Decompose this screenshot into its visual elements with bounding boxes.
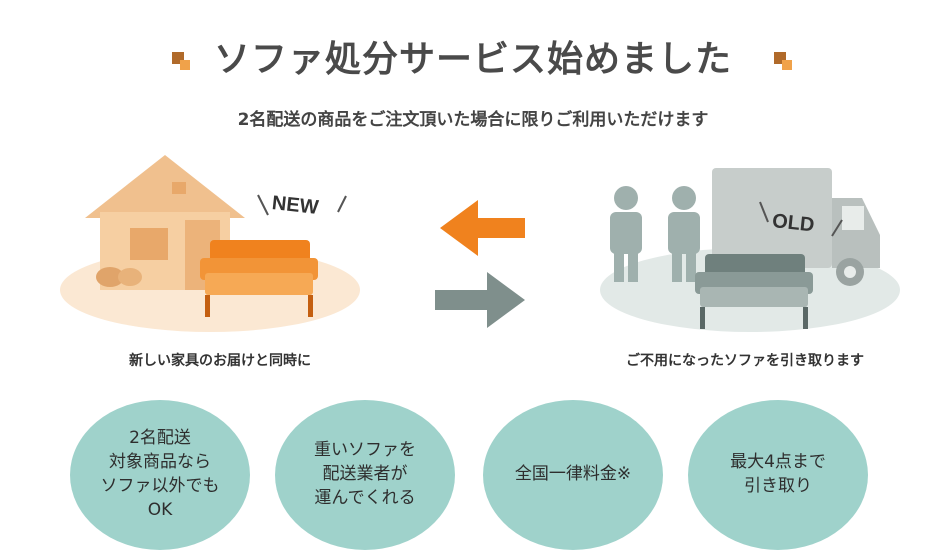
feature-line: 重いソファを (314, 440, 416, 461)
feature-line: 配送業者が (322, 464, 408, 485)
feature-line: 引き取り (743, 476, 812, 496)
feature-bubble-carry: 重いソファを 配送業者が 運んでくれる (275, 400, 455, 550)
feature-line: 対象商品なら (109, 452, 211, 473)
feature-line: 最大4点まで (730, 452, 826, 473)
old-furniture-illustration: OLD (600, 168, 900, 332)
page-title: ソファ処分サービス始めました (213, 39, 732, 80)
old-tag: OLD (771, 210, 815, 236)
new-furniture-caption: 新しい家具のお届けと同時に (129, 353, 311, 369)
feature-line: 全国一律料金※ (514, 464, 632, 485)
title-deco-left-icon (172, 52, 190, 70)
old-sofa-caption: ご不用になったソファを引き取ります (626, 353, 864, 369)
feature-bubble-flat-fee: 全国一律料金※ (483, 400, 663, 550)
arrow-left-icon (440, 200, 525, 256)
feature-line: ソファ以外でも (100, 476, 220, 496)
feature-bubble-max-items: 最大4点まで 引き取り (688, 400, 868, 550)
title-deco-right-icon (774, 52, 792, 70)
page-subtitle: 2名配送の商品をご注文頂いた場合に限りご利用いただけます (237, 110, 709, 130)
feature-bubble-two-person: 2名配送 対象商品なら ソファ以外でも OK (70, 400, 250, 550)
new-furniture-illustration: NEW (60, 155, 360, 332)
scene-illustration: NEW (60, 155, 900, 332)
feature-line: OK (147, 499, 173, 520)
workers-icon (610, 186, 700, 282)
feature-line: 運んでくれる (314, 487, 416, 508)
new-sofa-icon (200, 240, 318, 317)
arrow-right-icon (435, 272, 525, 328)
house-icon (85, 155, 245, 290)
feature-line: 2名配送 (129, 428, 191, 449)
truck-icon (712, 168, 880, 286)
new-tag: NEW (271, 192, 320, 219)
old-sofa-icon (695, 254, 813, 329)
